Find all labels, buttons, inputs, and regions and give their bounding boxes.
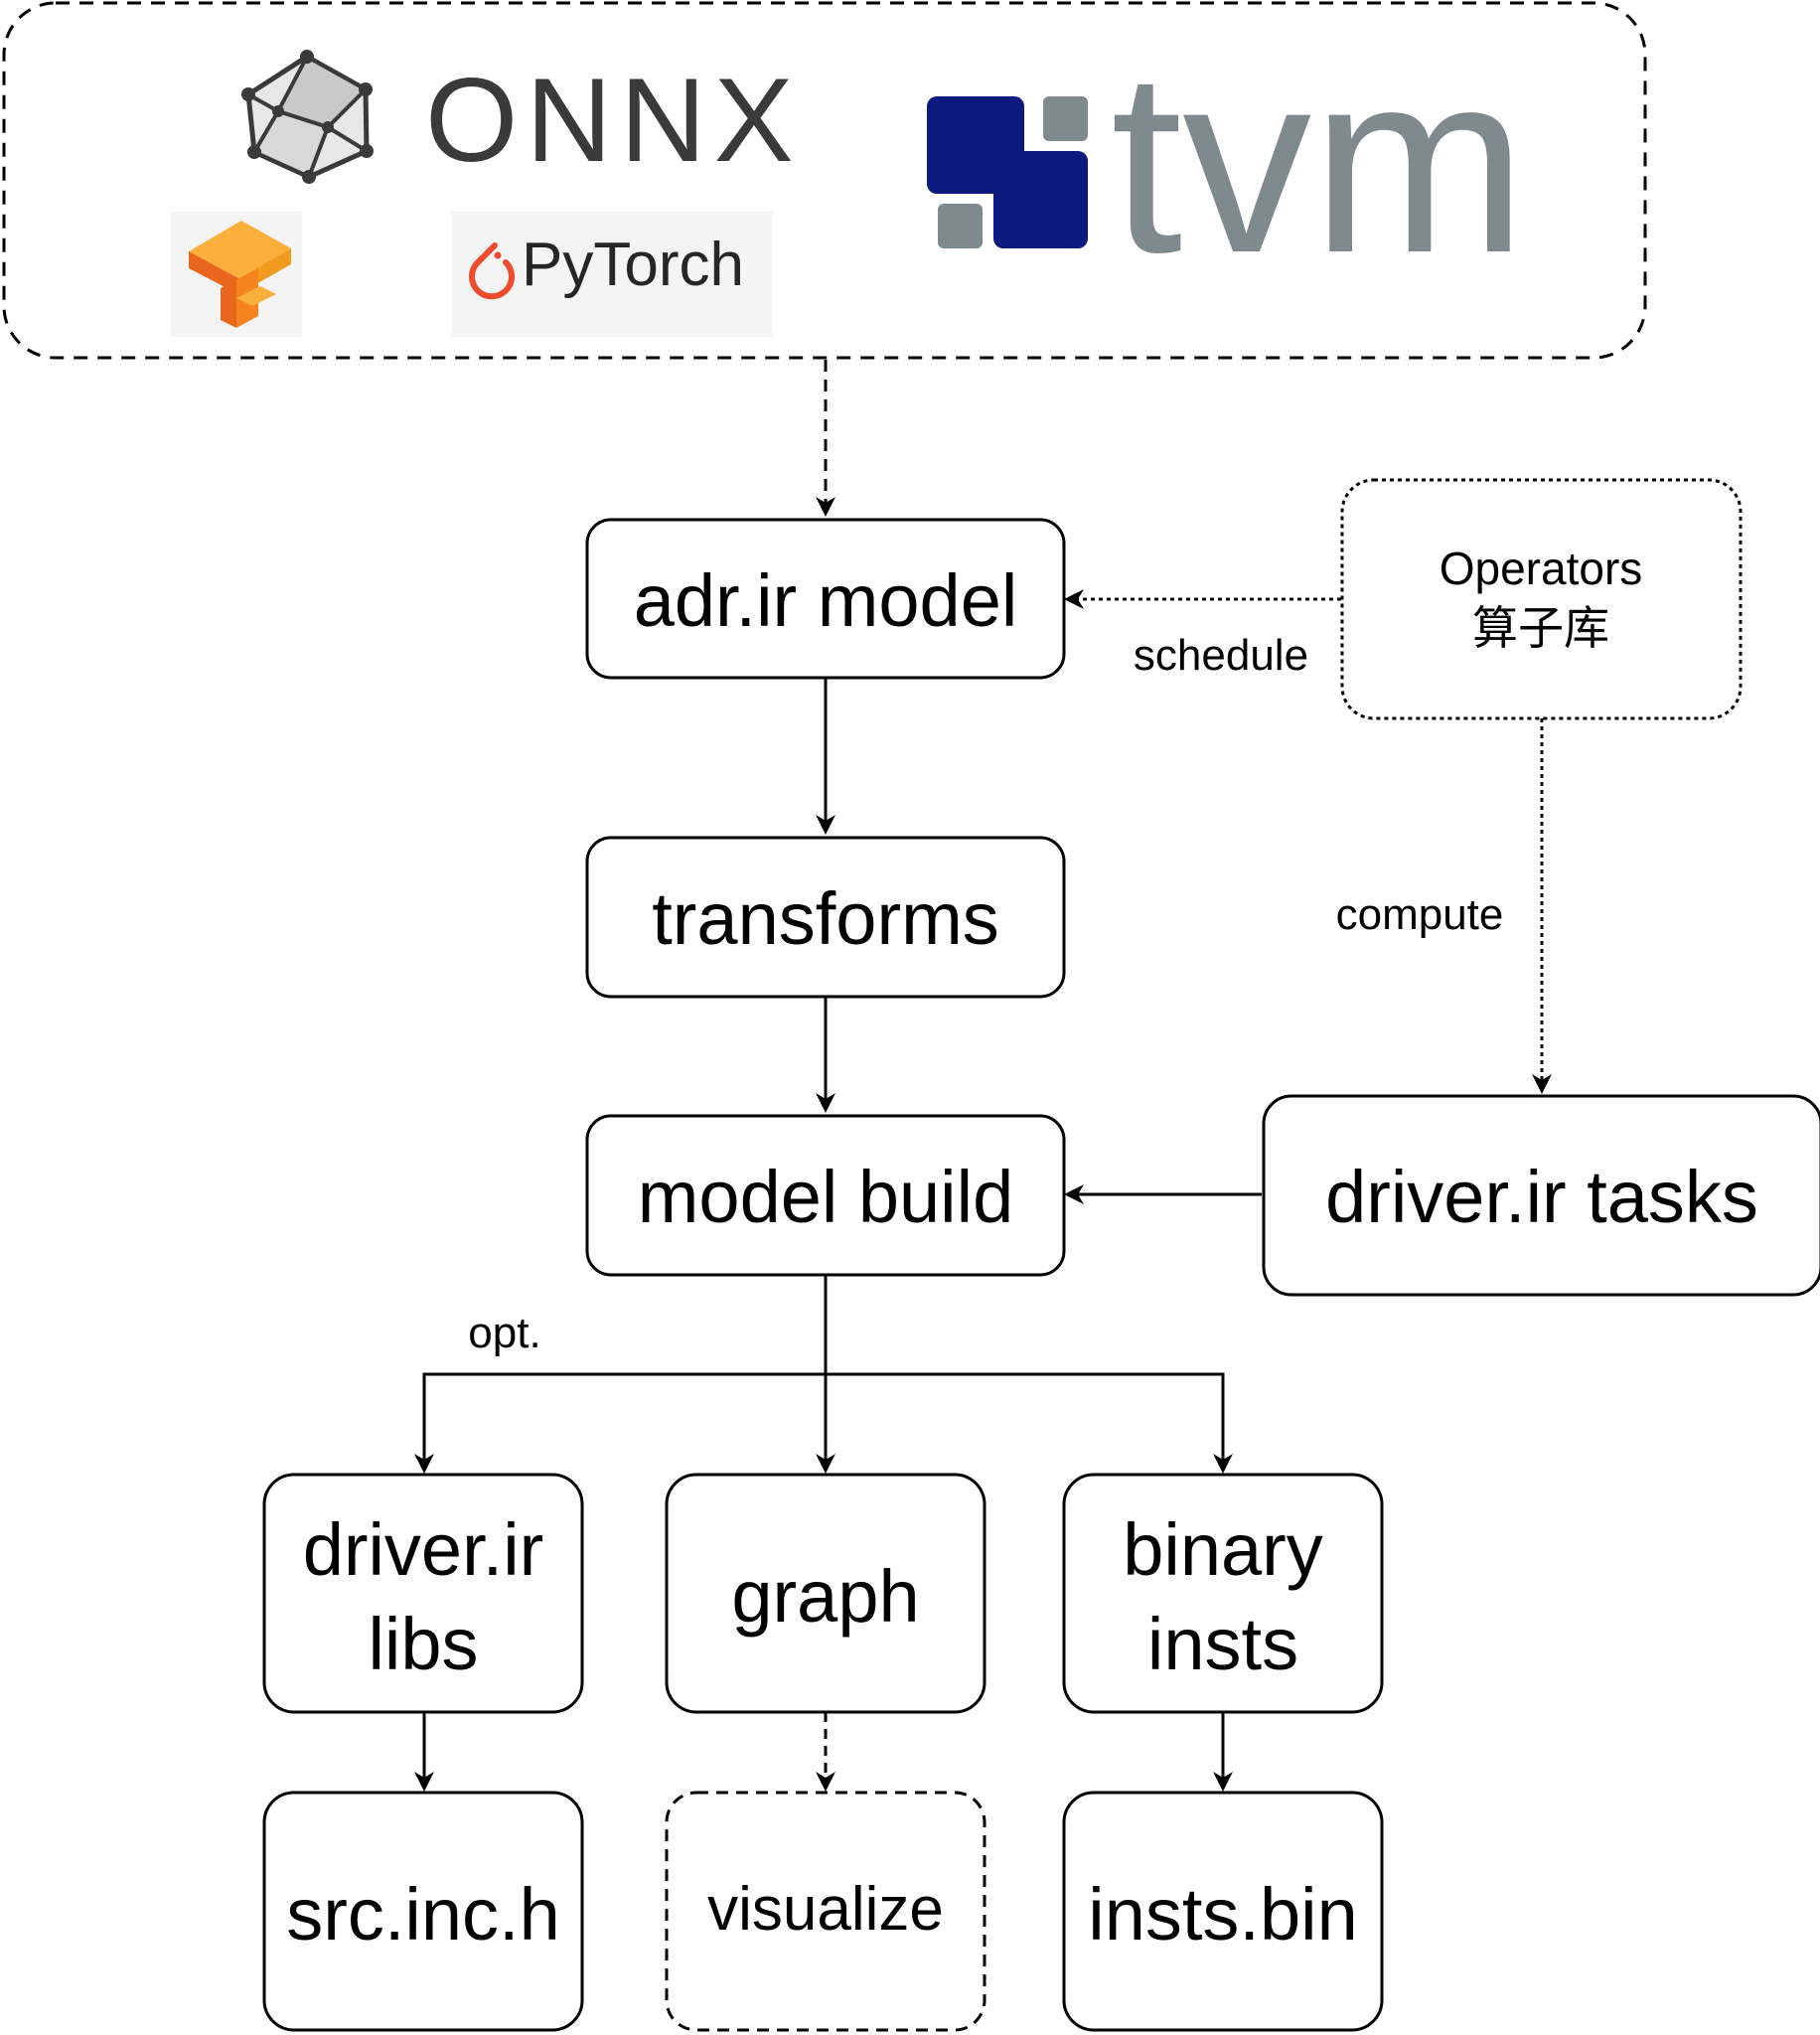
node-insts-bin-label: insts.bin: [1088, 1873, 1357, 1956]
node-insts-bin[interactable]: insts.bin: [1062, 1791, 1384, 2032]
pytorch-flame-icon: [469, 242, 515, 300]
tvm-logo-text: tvm: [1111, 19, 1527, 307]
node-operators[interactable]: Operators 算子库: [1340, 478, 1743, 720]
edge-label-schedule: schedule: [1134, 631, 1308, 680]
frameworks-container: [2, 1, 1647, 360]
node-driver-ir-libs-label-line2: libs: [368, 1603, 478, 1685]
edge-label-compute: compute: [1336, 890, 1504, 939]
frameworks-group: ONNX PyTorch tvm: [2, 1, 1647, 360]
node-model-build[interactable]: model build: [585, 1114, 1066, 1277]
edge-model-build-branch-bar: [422, 1372, 1233, 1474]
node-transforms[interactable]: transforms: [585, 836, 1066, 999]
node-visualize[interactable]: visualize: [665, 1791, 986, 2032]
tvm-logo-icon: [927, 96, 1088, 248]
node-operators-label-line1: Operators: [1440, 543, 1643, 594]
onnx-logo-text: ONNX: [425, 54, 802, 187]
node-binary-insts-label-line2: insts: [1147, 1603, 1298, 1685]
pytorch-logo-text: PyTorch: [522, 231, 744, 299]
pytorch-logo: PyTorch: [452, 212, 772, 337]
node-operators-label-line2: 算子库: [1472, 602, 1609, 654]
node-driver-ir-libs[interactable]: driver.ir libs: [262, 1473, 584, 1714]
node-graph[interactable]: graph: [665, 1473, 986, 1714]
node-binary-insts-label-line1: binary: [1123, 1508, 1323, 1591]
node-adr-ir-model-label: adr.ir model: [634, 559, 1018, 642]
node-transforms-label: transforms: [652, 877, 999, 960]
node-binary-insts[interactable]: binary insts: [1062, 1473, 1384, 1714]
node-driver-ir-libs-label-line1: driver.ir: [303, 1508, 544, 1591]
node-driver-ir-tasks[interactable]: driver.ir tasks: [1262, 1094, 1820, 1297]
node-src-inc-h[interactable]: src.inc.h: [262, 1791, 584, 2032]
tensorflow-logo-icon: [171, 212, 302, 337]
edge-label-opt: opt.: [468, 1309, 540, 1357]
onnx-logo-icon: [241, 50, 374, 184]
node-adr-ir-model[interactable]: adr.ir model: [585, 518, 1066, 680]
node-visualize-label: visualize: [707, 1875, 944, 1944]
node-graph-label: graph: [731, 1555, 919, 1638]
node-model-build-label: model build: [638, 1156, 1013, 1238]
node-src-inc-h-label: src.inc.h: [286, 1873, 560, 1956]
node-driver-ir-tasks-label: driver.ir tasks: [1325, 1156, 1758, 1238]
edges: [414, 360, 1552, 1792]
